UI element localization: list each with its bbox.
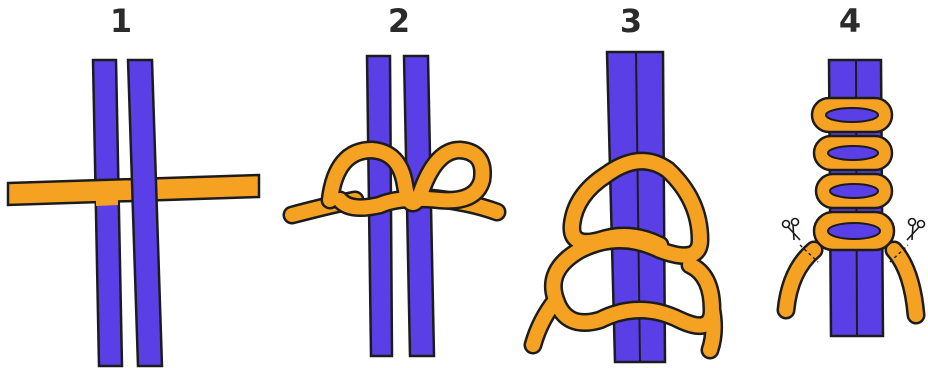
step-4-illustration [783, 60, 925, 336]
scissors-icon-right [907, 219, 925, 241]
step-1-right-strap [128, 60, 162, 366]
step-1-left-strap [93, 60, 122, 366]
scissors-icon-left [783, 219, 801, 241]
step-2-illustration [292, 56, 497, 356]
step-1-illustration [8, 60, 259, 366]
step-1-cord-over-left-strap [96, 183, 118, 206]
step-4-coil-stack [812, 98, 894, 250]
step-3-illustration [533, 52, 714, 362]
